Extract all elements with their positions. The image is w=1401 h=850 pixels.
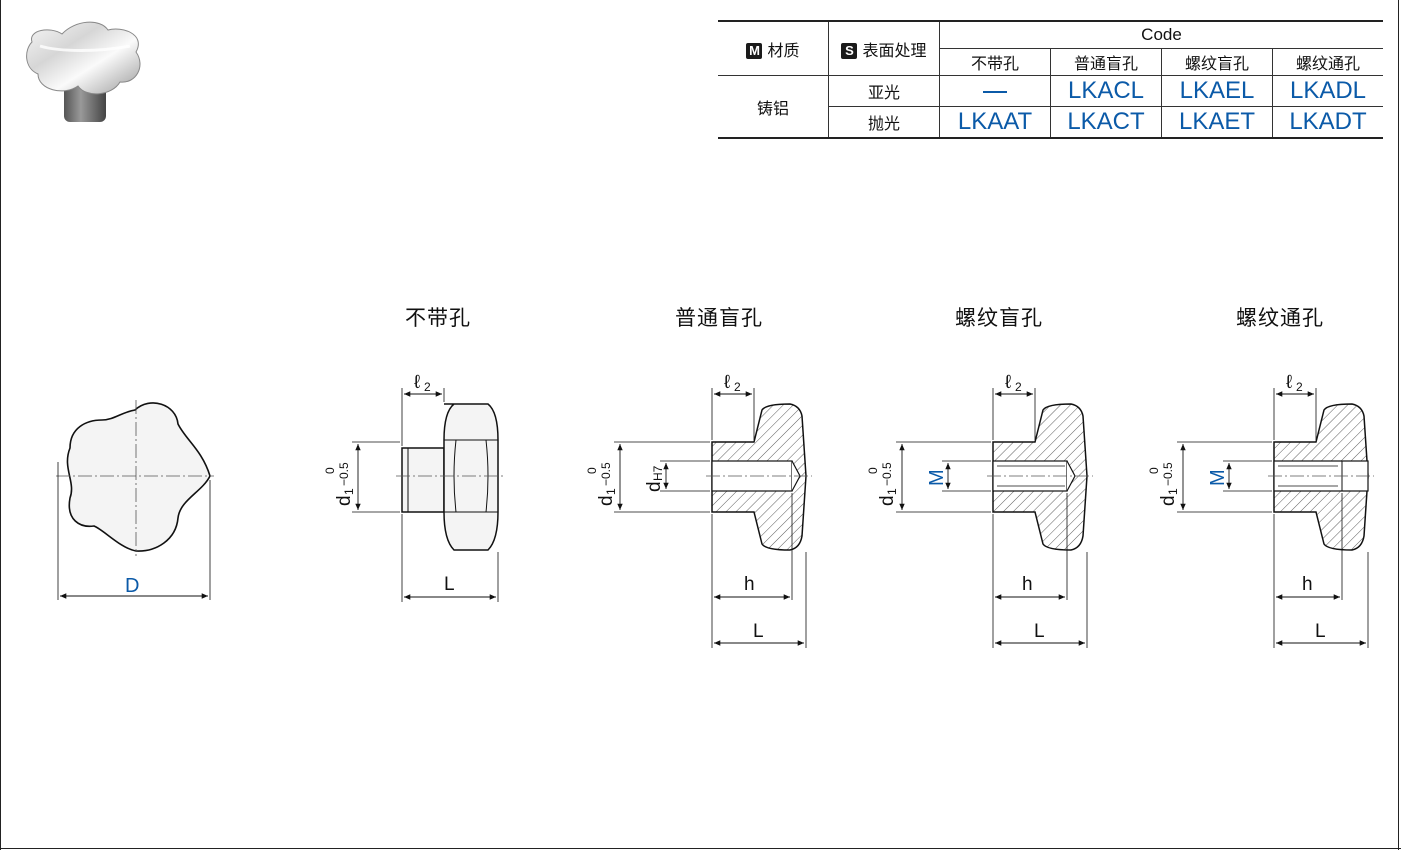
dim-d1: d: [1158, 495, 1179, 506]
code-cell: LKAEL: [1161, 75, 1273, 107]
surface-header: 表面处理: [862, 40, 927, 60]
dim-L: L: [1034, 621, 1045, 642]
code-header: Code: [939, 20, 1383, 49]
code-cell: LKAET: [1161, 106, 1273, 139]
drawing-title-no-hole: 不带孔: [405, 306, 471, 330]
drawing-threaded-through: ℓ 2 d 1 0 −0.5 M h L: [1147, 372, 1374, 648]
tol-lower: −0.5: [337, 462, 351, 486]
tol-upper: 0: [866, 467, 880, 474]
tol-upper: 0: [323, 467, 337, 474]
surface-badge: S: [841, 42, 858, 59]
column-header: 不带孔: [939, 48, 1051, 76]
dim-d1: d: [596, 495, 617, 506]
dim-h: h: [1302, 574, 1313, 595]
dim-M: M: [926, 469, 948, 486]
dim-l2: ℓ: [414, 372, 420, 393]
tol-upper: 0: [1147, 467, 1161, 474]
dim-l2-sub: 2: [734, 380, 741, 394]
code-cell: LKADL: [1272, 75, 1383, 107]
dim-l2: ℓ: [1286, 372, 1292, 393]
surface-cell: 亚光: [828, 75, 940, 107]
dim-l2-sub: 2: [424, 380, 431, 394]
tol-lower: −0.5: [1161, 462, 1175, 486]
drawing-threaded-blind: ℓ 2 d 1 0 −0.5 M h L: [866, 372, 1093, 648]
dim-d1: d: [334, 495, 355, 506]
dim-M: M: [1207, 469, 1229, 486]
code-cell-none: [939, 75, 1051, 107]
dim-d1-sub: 1: [342, 488, 356, 495]
dim-dH7-sub: H7: [651, 465, 665, 481]
material-cell: 铸铝: [718, 75, 829, 139]
dim-L: L: [753, 621, 764, 642]
code-cell: LKACL: [1050, 75, 1162, 107]
material-badge: M: [746, 42, 763, 59]
code-cell: LKADT: [1272, 106, 1383, 139]
drawing-blind-hole: ℓ 2 d 1 0 −0.5 d H7 h L: [585, 372, 812, 648]
material-header: 材质: [767, 40, 800, 60]
column-header: 螺纹通孔: [1272, 48, 1383, 76]
dim-l2-sub: 2: [1296, 380, 1303, 394]
column-header: 普通盲孔: [1050, 48, 1162, 76]
tol-upper: 0: [585, 467, 599, 474]
drawing-title-threaded-blind: 螺纹盲孔: [955, 306, 1043, 330]
drawing-no-hole: ℓ 2 d 1 0 −0.5 L: [323, 372, 504, 602]
dim-d1: d: [877, 495, 898, 506]
dim-dH7: d: [644, 481, 665, 492]
code-cell: LKAAT: [939, 106, 1051, 139]
dim-d1-sub: 1: [885, 488, 899, 495]
dim-d1-sub: 1: [1166, 488, 1180, 495]
frame-left-line: [0, 0, 1, 850]
dim-L: L: [1315, 621, 1326, 642]
tol-lower: −0.5: [599, 462, 613, 486]
dash-mark: [983, 90, 1007, 93]
dim-D: D: [125, 575, 139, 597]
drawing-title-threaded-through: 螺纹通孔: [1236, 306, 1324, 330]
drawing-title-blind-hole: 普通盲孔: [675, 306, 763, 330]
tol-lower: −0.5: [880, 462, 894, 486]
dim-d1-sub: 1: [604, 488, 618, 495]
frame-bottom-line: [0, 848, 1401, 849]
front-view: D: [56, 400, 214, 600]
dim-l2-sub: 2: [1015, 380, 1022, 394]
dim-L: L: [444, 574, 455, 595]
dim-h: h: [1022, 574, 1033, 595]
frame-right-line: [1398, 0, 1399, 850]
dim-l2: ℓ: [1005, 372, 1011, 393]
dim-h: h: [744, 574, 755, 595]
dim-l2: ℓ: [724, 372, 730, 393]
surface-cell: 抛光: [828, 106, 940, 139]
column-header: 螺纹盲孔: [1161, 48, 1273, 76]
product-photo: [26, 21, 141, 122]
